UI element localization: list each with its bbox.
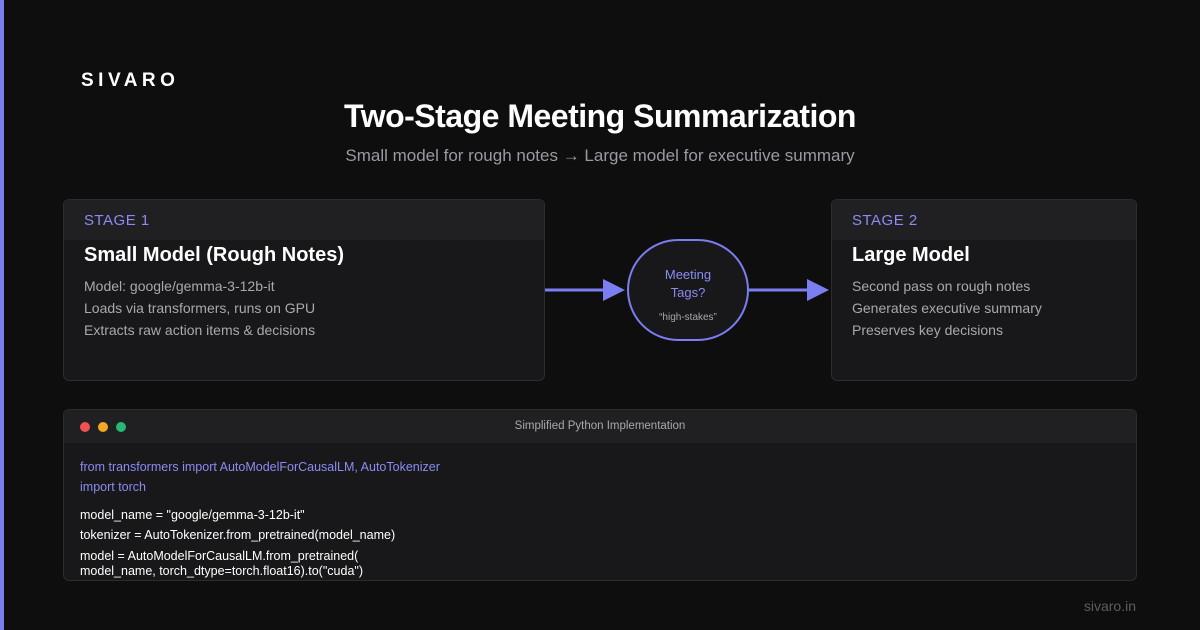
stage-2-card: STAGE 2 Large Model Second pass on rough…: [831, 199, 1137, 381]
stage-1-line: Loads via transformers, runs on GPU: [84, 300, 316, 316]
decision-meeting-tags: Meeting Tags? “high-stakes”: [628, 240, 748, 340]
code-window: Simplified Python Implementation from tr…: [63, 409, 1137, 581]
arrowhead-2: [807, 279, 829, 301]
stage-1-title: Small Model (Rough Notes): [84, 244, 344, 266]
page-subtitle: Small model for rough notes → Large mode…: [345, 146, 855, 165]
page-title: Two-Stage Meeting Summarization: [344, 98, 856, 134]
decision-line-1: Meeting: [664, 267, 712, 282]
code-window-titlebar: Simplified Python Implementation: [64, 410, 1136, 443]
decision-tag: “high-stakes”: [659, 312, 717, 323]
code-line: tokenizer = AutoTokenizer.from_pretraine…: [80, 528, 396, 542]
stage-1-line: Model: google/gemma-3-12b-it: [84, 278, 275, 294]
stage-1-label: STAGE 1: [64, 200, 544, 240]
accent-bar: [0, 0, 4, 630]
close-dot-icon: [80, 422, 90, 432]
code-window-title: Simplified Python Implementation: [514, 420, 686, 432]
code-line: model = AutoModelForCausalLM.from_pretra…: [80, 549, 359, 563]
stage-2-line: Second pass on rough notes: [852, 278, 1031, 294]
brand-logo: SIVARO: [81, 70, 180, 91]
stage-1-line: Extracts raw action items & decisions: [84, 322, 316, 338]
stage-2-label: STAGE 2: [832, 200, 1136, 240]
maximize-dot-icon: [116, 422, 126, 432]
decision-line-2: Tags?: [670, 285, 706, 300]
code-line: model_name, torch_dtype=torch.float16).t…: [80, 564, 363, 578]
stage-2-title: Large Model: [852, 244, 970, 266]
code-body: from transformers import AutoModelForCau…: [64, 443, 1136, 579]
stage-2-line: Preserves key decisions: [852, 322, 1003, 338]
stage-2-line: Generates executive summary: [852, 300, 1042, 316]
code-line: import torch: [80, 480, 146, 494]
code-line: from transformers import AutoModelForCau…: [80, 460, 440, 474]
decision-question: Meeting Tags?: [628, 266, 748, 302]
arrowhead-1: [603, 279, 625, 301]
footer-url: sivaro.in: [1083, 598, 1136, 614]
code-line: model_name = "google/gemma-3-12b-it": [80, 508, 305, 522]
minimize-dot-icon: [98, 422, 108, 432]
stage-1-card: STAGE 1 Small Model (Rough Notes) Model:…: [63, 199, 545, 381]
